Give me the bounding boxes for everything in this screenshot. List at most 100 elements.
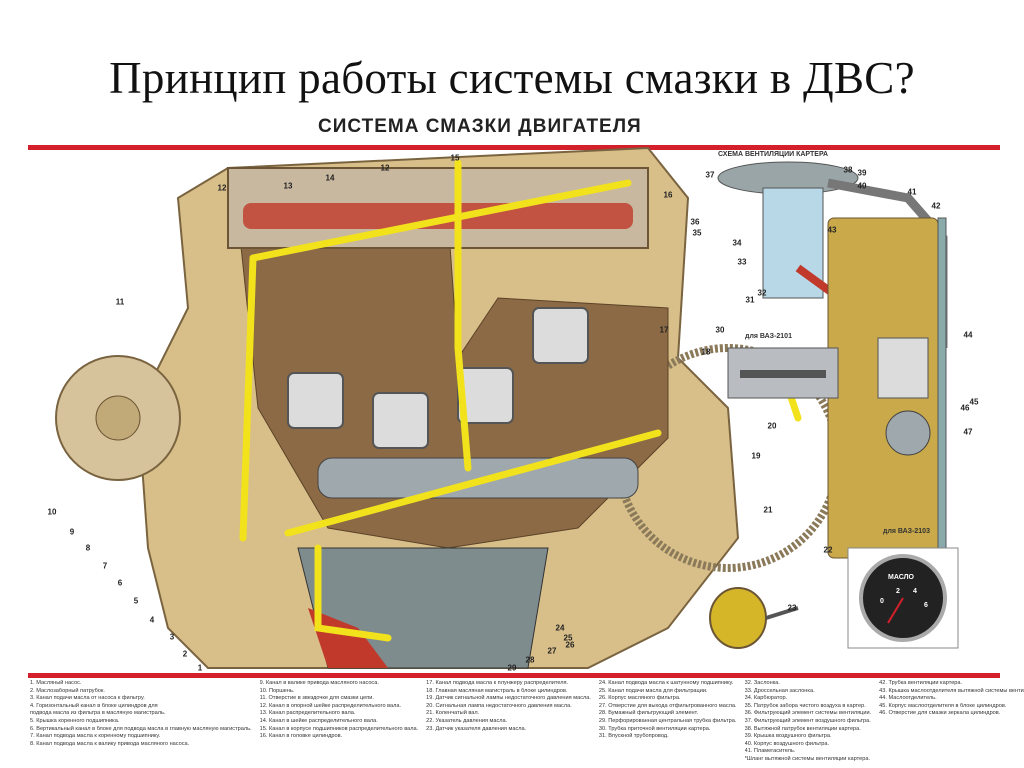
callout-number: 8 <box>85 543 91 553</box>
callout-number: 14 <box>325 173 335 183</box>
callout-number: 34 <box>732 238 742 248</box>
legend-item: 4. Горизонтальный канал в блоке цилиндро… <box>30 702 158 709</box>
crankshaft <box>317 457 639 499</box>
legend-item: 30. Трубка приточной вентиляции картера. <box>598 725 711 732</box>
callout-number: 17 <box>659 325 669 335</box>
legend-item: 27. Отверстие для выхода отфильтрованног… <box>598 702 737 709</box>
poster-title: СИСТЕМА СМАЗКИ ДВИГАТЕЛЯ <box>318 116 642 137</box>
legend-column: 17. Канал подвода масла к плунжеру распр… <box>426 680 591 764</box>
legend-item: подвода масла из фильтра в масляную маги… <box>30 710 166 717</box>
callout-number: 42 <box>931 201 941 211</box>
legend-item: 10. Поршень. <box>259 687 295 694</box>
legend-item: 8. Канал подвода масла к валику привода … <box>30 740 190 747</box>
legend-item: 34. Карбюратор. <box>744 695 788 702</box>
callout-number: 9 <box>69 527 75 537</box>
legend-item: 16. Канал в головке цилиндров. <box>259 733 343 740</box>
legend-column: 1. Масляный насос.2. Маслозаборный патру… <box>30 680 252 764</box>
legend-item: 24. Канал подвода масла к шатунному подш… <box>598 680 734 686</box>
gauge-tick: 2 <box>896 588 900 595</box>
callout-number: 6 <box>117 578 123 588</box>
callout-number: 38 <box>843 165 853 175</box>
legend-item: 7. Канал подвода масла к коренному подши… <box>30 733 161 740</box>
callout-number: 36 <box>690 217 700 227</box>
legend-item: 12. Канал в опорной шейке распределитель… <box>259 702 402 709</box>
legend-item: 2. Маслозаборный патрубок. <box>30 687 105 694</box>
legend-item: 25. Канал подачи масла для фильтрации. <box>598 687 708 694</box>
ventilation-caption: СХЕМА ВЕНТИЛЯЦИИ КАРТЕРА <box>718 151 829 158</box>
gauge-tick: 6 <box>924 602 928 609</box>
legend-item: 18. Главная масляная магистраль в блоке … <box>426 687 568 694</box>
callout-number: 25 <box>563 633 573 643</box>
callout-number: 21 <box>763 505 773 515</box>
legend-item: 17. Канал подвода масла к плунжеру распр… <box>426 680 569 686</box>
legend-item: *Шланг вытяжной системы вентиляции карте… <box>744 755 871 762</box>
callout-number: 12 <box>217 183 227 193</box>
legend-item: 46. Отверстие для смазки зеркала цилиндр… <box>879 710 1001 717</box>
legend-item: 14. Канал в шейке распределительного вал… <box>259 717 378 724</box>
legend-item: 38. Вытяжной патрубок вентиляции картера… <box>744 725 861 732</box>
callout-number: 5 <box>133 596 139 606</box>
gauge-tick: 0 <box>880 598 884 605</box>
callout-number: 7 <box>102 561 108 571</box>
callout-number: 3 <box>169 632 175 642</box>
legend-item: 1. Масляный насос. <box>30 680 82 686</box>
legend-item: 35. Патрубок забора чистого воздуха в ка… <box>744 702 866 709</box>
legend-item: 40. Корпус воздушного фильтра. <box>744 740 830 747</box>
vaz2103-caption: для ВАЗ-2103 <box>883 528 930 535</box>
callout-number: 1 <box>197 663 203 673</box>
callout-number: 39 <box>857 168 867 178</box>
callout-number: 23 <box>787 603 797 613</box>
legend-item: 5. Крышка коренного подшипника. <box>30 717 120 724</box>
legend-item: 41. Пламегаситель. <box>744 748 796 755</box>
legend-item: 29. Перфорированная центральная трубка ф… <box>598 717 737 724</box>
legend-item: 43. Крышка маслоотделителя вытяжной сист… <box>879 687 1024 694</box>
callout-number: 32 <box>757 288 767 298</box>
callout-number: 26 <box>565 640 575 650</box>
legend-item: 42. Трубка вентиляции картера. <box>879 680 963 686</box>
legend-item: 9. Канал в валике привода масляного насо… <box>259 680 379 686</box>
callout-number: 13 <box>283 181 293 191</box>
legend-item: 33. Дроссельная заслонка. <box>744 687 815 694</box>
callout-number: 46 <box>960 403 970 413</box>
legend-item: 6. Вертикальный канал в блоке для подвод… <box>30 725 252 732</box>
legend-item: 32. Заслонка. <box>744 680 780 686</box>
oil-passages <box>239 159 802 642</box>
callout-number: 24 <box>555 623 565 633</box>
callout-number: 35 <box>692 228 702 238</box>
legend-item: 44. Маслоотделитель. <box>879 695 937 702</box>
legend-item: 45. Корпус маслоотделителя в блоке цилин… <box>879 702 1007 709</box>
gauge-label: МАСЛО <box>888 574 914 581</box>
lubrication-poster: СИСТЕМА СМАЗКИ ДВИГАТЕЛЯ <box>28 108 1024 768</box>
callout-number: 11 <box>115 297 125 307</box>
engine-illustration <box>55 146 959 669</box>
callout-number: 16 <box>663 190 673 200</box>
legend-item: 39. Крышка воздушного фильтра. <box>744 733 832 740</box>
bottom-divider <box>28 673 1000 678</box>
legend-item: 13. Канал распределительного вала. <box>259 710 356 717</box>
vaz2101-caption: для ВАЗ-2101 <box>745 333 792 340</box>
callout-number: 4 <box>149 615 155 625</box>
callout-number: 45 <box>969 397 979 407</box>
legend: 1. Масляный насос.2. Маслозаборный патру… <box>30 680 1024 764</box>
callout-number: 29 <box>507 663 517 673</box>
oil-pressure-sensor <box>709 587 767 649</box>
slide-title: Принцип работы системы смазки в ДВС? <box>109 53 915 103</box>
legend-item: 36. Фильтрующий элемент системы вентиляц… <box>744 710 872 717</box>
legend-item: 15. Канал в корпусе подшипников распреде… <box>259 725 419 732</box>
callout-number: 2 <box>182 649 188 659</box>
legend-item: 11. Отверстие в звездочке для смазки цеп… <box>259 695 374 702</box>
callout-number: 18 <box>701 347 711 357</box>
legend-item: 37. Фильтрующий элемент воздушного фильт… <box>744 717 871 724</box>
legend-item: 20. Сигнальная лампа недостаточного давл… <box>426 702 572 709</box>
callout-number: 43 <box>827 225 837 235</box>
callout-number: 12 <box>380 163 390 173</box>
callout-number: 40 <box>857 181 867 191</box>
callout-number: 47 <box>963 427 973 437</box>
callout-number: 33 <box>737 257 747 267</box>
callout-number: 41 <box>907 187 917 197</box>
oil-filter <box>308 608 388 668</box>
ventilation-scheme <box>717 161 948 559</box>
callout-number: 28 <box>525 655 535 665</box>
top-divider <box>28 145 1000 150</box>
callout-number: 15 <box>450 153 460 163</box>
